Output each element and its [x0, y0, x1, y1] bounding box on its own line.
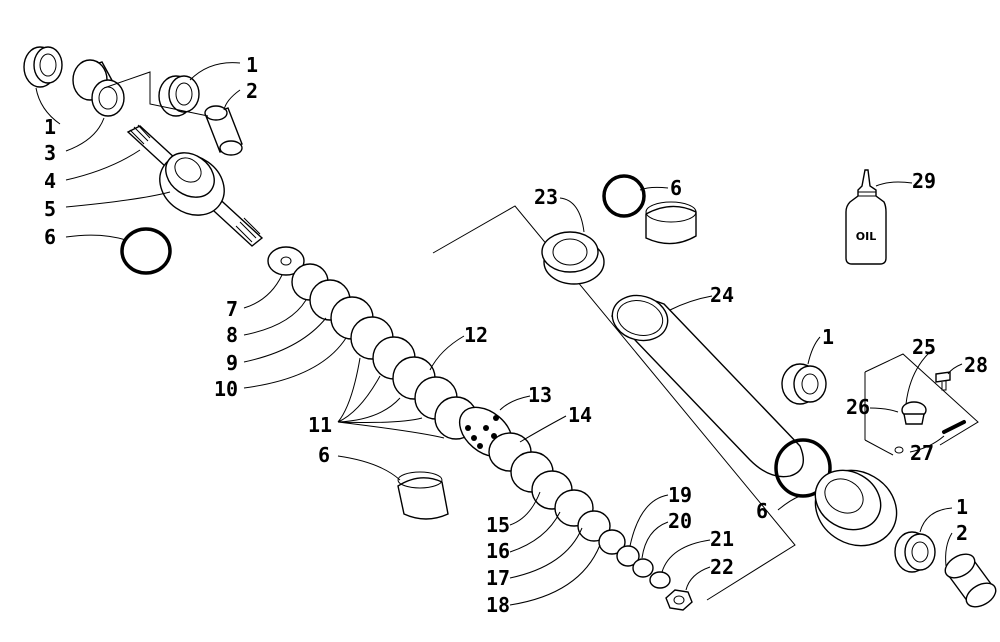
callout-28: 28	[964, 353, 988, 377]
callout-6d: 6	[756, 499, 768, 523]
bushing-1-right	[781, 363, 827, 405]
callout-1d: 1	[956, 495, 968, 519]
bushing-1-bottom	[894, 531, 936, 573]
bushing-1-left	[23, 46, 63, 88]
seal-head-23	[541, 231, 605, 285]
callout-labels: 1 1 2 3 4 5 6 7 8 9 10 11 12 13 14 6 15 …	[44, 53, 988, 617]
body-tube-24	[611, 294, 804, 478]
nut-22	[665, 589, 693, 611]
callout-22: 22	[710, 555, 734, 579]
callout-17: 17	[486, 566, 510, 590]
callout-26: 26	[846, 395, 870, 419]
callout-15: 15	[486, 513, 510, 537]
callout-9: 9	[226, 351, 238, 375]
callout-2b: 2	[956, 521, 968, 545]
reservoir-eyelet	[814, 469, 898, 547]
leader-lines	[35, 62, 963, 606]
callout-24: 24	[710, 283, 734, 307]
eyelet-5	[159, 152, 225, 216]
callout-3: 3	[44, 141, 56, 165]
callout-5: 5	[44, 197, 56, 221]
callout-12: 12	[464, 323, 488, 347]
callout-1c: 1	[822, 325, 834, 349]
spacer-2-top	[204, 105, 243, 156]
callout-21: 21	[710, 527, 734, 551]
callout-11: 11	[308, 413, 332, 437]
callout-1a: 1	[44, 115, 56, 139]
screw-28	[935, 371, 951, 391]
callout-14: 14	[568, 403, 592, 427]
shim-stack-lower	[488, 432, 693, 611]
callout-20: 20	[668, 509, 692, 533]
o-ring-6-upper	[120, 227, 172, 275]
callout-8: 8	[226, 323, 238, 347]
callout-4: 4	[44, 169, 56, 193]
callout-6a: 6	[44, 225, 56, 249]
spacer-2-bottom	[944, 553, 997, 608]
bushing-1-top	[158, 75, 200, 117]
o-ring-6-right	[774, 438, 832, 498]
wear-band-6-top	[645, 201, 697, 245]
seal-27	[942, 420, 966, 434]
o-ring-6-top	[602, 174, 646, 218]
oil-label: OIL	[856, 230, 876, 243]
callout-10: 10	[214, 377, 238, 401]
oil-bottle-29: OIL	[845, 169, 887, 265]
callout-6c: 6	[670, 176, 682, 200]
assembly-bracket	[432, 205, 979, 601]
callout-25: 25	[912, 335, 936, 359]
valve-core-26	[894, 401, 927, 454]
callout-19: 19	[668, 483, 692, 507]
wear-band-6-left	[397, 471, 449, 520]
sleeve-3	[72, 59, 125, 117]
shim-stack	[267, 246, 478, 440]
callout-16: 16	[486, 539, 510, 563]
callout-29: 29	[912, 169, 936, 193]
callout-6b: 6	[318, 443, 330, 467]
callout-18: 18	[486, 593, 510, 617]
callout-1b: 1	[246, 53, 258, 77]
callout-27: 27	[910, 441, 934, 465]
callout-13: 13	[528, 383, 552, 407]
callout-2a: 2	[246, 79, 258, 103]
callout-23: 23	[534, 185, 558, 209]
callout-7: 7	[226, 297, 238, 321]
